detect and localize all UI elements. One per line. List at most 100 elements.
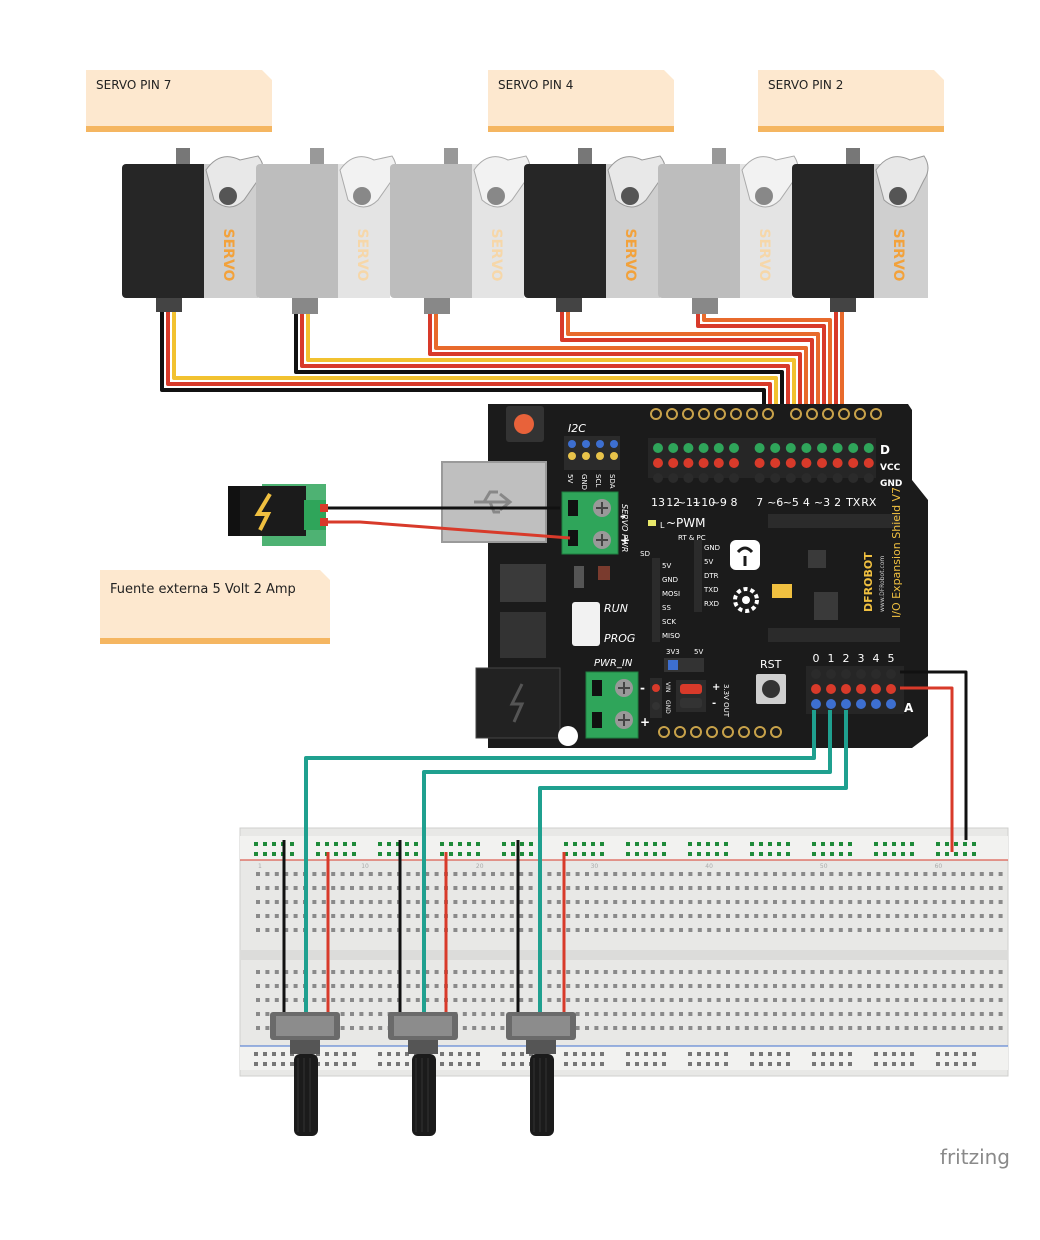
servo-4-label: SERVO — [622, 229, 638, 282]
serial-pin-txd: TXD — [703, 586, 718, 594]
digital-pin-hole — [863, 473, 874, 483]
rst-label: RST — [760, 658, 782, 671]
digital-pin-hole — [770, 443, 781, 453]
potentiometer-1 — [270, 1012, 340, 1136]
digital-pin-hole — [848, 458, 859, 468]
servo-motor-6: SERVO — [792, 148, 929, 312]
digital-pin-hole — [785, 443, 796, 453]
digital-pin-label: ~5 — [783, 496, 799, 509]
dfrobot-logo — [730, 540, 760, 613]
analog-pin-hole — [856, 699, 866, 709]
analog-pin-hole — [886, 699, 896, 709]
spi-pin-miso: MISO — [662, 632, 681, 640]
digital-pin-hole — [713, 473, 724, 483]
breadboard-number: 10 — [361, 863, 369, 870]
digital-pin-hole — [817, 458, 827, 468]
digital-pin-hole — [683, 443, 694, 453]
digital-pin-label: ~3 — [814, 496, 830, 509]
i2c-pin-gnd: GND — [580, 474, 588, 490]
digital-pin-hole — [653, 473, 663, 483]
reset-led-button — [514, 414, 534, 434]
digital-pin-hole — [668, 443, 679, 453]
digital-pin-hole — [683, 473, 694, 483]
note-servo-pin-4-text: SERVO PIN 4 — [498, 78, 574, 92]
spi-header: SD 5V GND MOSI SS SCK MISO — [640, 550, 681, 642]
rtdtr-label: RT & PC — [678, 534, 706, 542]
digital-pin-hole — [801, 458, 812, 468]
analog-pin-hole — [841, 669, 851, 679]
digital-pin-hole — [698, 458, 709, 468]
i2c-pin-5v: 5V — [566, 474, 574, 483]
digital-row-gnd: GND — [880, 479, 902, 489]
note-power-supply-text: Fuente externa 5 Volt 2 Amp — [110, 582, 296, 597]
digital-pin-hole — [754, 443, 765, 453]
l-led-label: L — [660, 521, 665, 530]
spi-pin-sd: SD — [640, 550, 650, 558]
digital-pin-hole — [848, 443, 859, 453]
potentiometer-wires — [282, 670, 968, 1012]
svg-text:+: + — [640, 715, 650, 729]
digital-pin-label: 4 — [803, 496, 810, 509]
digital-pin-hole — [832, 458, 843, 468]
analog-pin-hole — [826, 699, 836, 709]
digital-row-vcc: VCC — [880, 463, 901, 473]
servo-motors: SERVO SERVO SERVO — [122, 148, 929, 314]
analog-pin-hole — [856, 669, 866, 679]
digital-pin-hole — [785, 458, 796, 468]
serial-pin-5v: 5V — [704, 558, 713, 566]
analog-pin-hole — [841, 699, 851, 709]
vcc-wire-to-breadboard — [900, 686, 954, 852]
digital-pin-hole — [698, 473, 709, 483]
brand-url: www.DFRobot.com — [879, 556, 886, 612]
prog-label: PROG — [604, 632, 635, 645]
digital-pin-label: ~9 — [711, 496, 727, 509]
servo5-wire-orange — [702, 310, 832, 468]
spi-pin-5v: 5V — [662, 562, 671, 570]
analog-row-label: A — [904, 701, 914, 715]
note-servo-pin-2-text: SERVO PIN 2 — [768, 78, 844, 92]
servo-1-label: SERVO — [220, 229, 236, 282]
digital-pin-hole — [785, 473, 796, 483]
svg-text:+: + — [712, 682, 720, 693]
board-barrel-jack — [475, 667, 578, 746]
svg-text:+: + — [620, 533, 630, 547]
servo-6-label: SERVO — [890, 229, 906, 282]
analog-pin-hole — [886, 684, 896, 694]
servo5-wire-red — [696, 310, 826, 468]
note-servo-pin-4: SERVO PIN 4 — [488, 70, 674, 132]
digital-pin-hole — [770, 458, 781, 468]
gnd-wire-to-breadboard — [900, 670, 968, 840]
potentiometer-3 — [506, 1012, 576, 1136]
digital-pin-hole — [754, 458, 765, 468]
digital-pin-hole — [713, 443, 724, 453]
analog-pin-label: 5 — [888, 652, 895, 665]
digital-pin-label: 8 — [731, 496, 738, 509]
note-power-supply: Fuente externa 5 Volt 2 Amp — [100, 570, 330, 644]
serial-pin-gnd: GND — [704, 544, 720, 552]
run-label: RUN — [604, 602, 628, 615]
analog-pin-label: 3 — [858, 652, 865, 665]
i2c-label: I2C — [568, 422, 586, 435]
out-33-label: 3.3V OUT — [722, 684, 730, 718]
analog-pin-hole — [826, 669, 836, 679]
digital-pin-label: 13 — [651, 496, 665, 509]
analog-pin-hole — [811, 669, 821, 679]
serial-pin-dtr: DTR — [704, 572, 719, 580]
fritzing-watermark: fritzing — [940, 1145, 1010, 1169]
analog-pin-label: 1 — [828, 652, 835, 665]
digital-pin-hole — [668, 458, 679, 468]
digital-pin-label: RX — [861, 496, 877, 509]
spi-pin-gnd: GND — [662, 576, 678, 584]
analog-pin-hole — [811, 684, 821, 694]
brand-label: DFROBOT — [862, 552, 875, 612]
spi-pin-sck: SCK — [662, 618, 676, 626]
pot3-wire-signal — [538, 710, 848, 1012]
pwr-in-terminal: - + — [585, 671, 650, 739]
digital-pin-hole — [713, 458, 724, 468]
v5v-label: 5V — [694, 648, 703, 656]
digital-pin-hole — [729, 473, 739, 483]
digital-pin-hole — [653, 458, 663, 468]
note-servo-pin-7-text: SERVO PIN 7 — [96, 78, 172, 92]
usb-icon — [474, 490, 513, 514]
